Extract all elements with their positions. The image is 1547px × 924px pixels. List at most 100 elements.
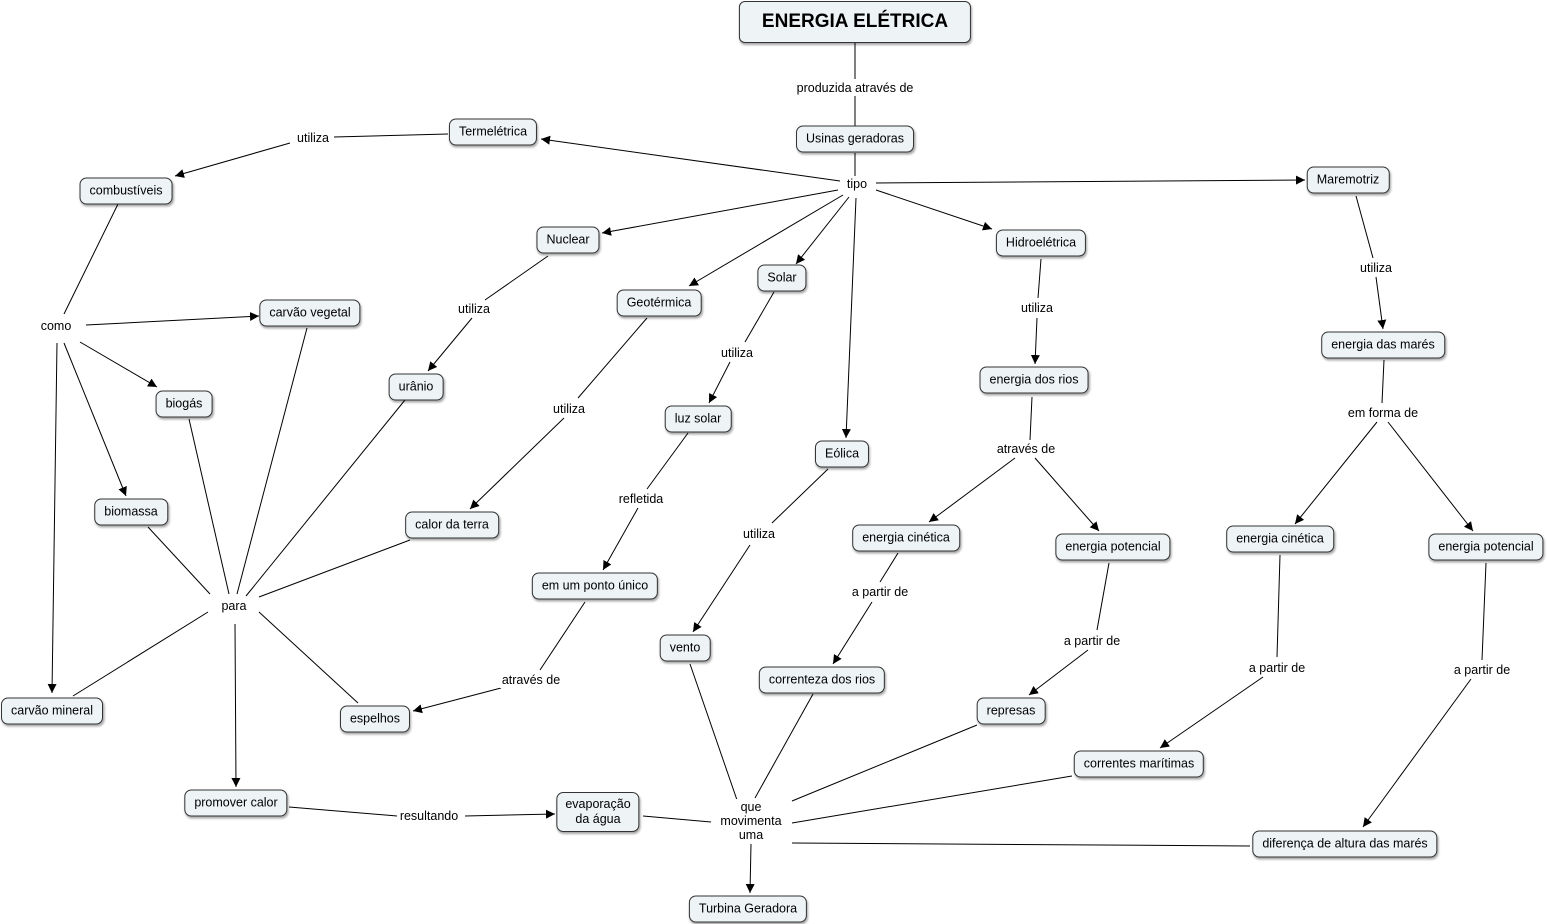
concept-solar[interactable]: Solar [757, 264, 807, 292]
edge-utiliza-uranio [427, 317, 473, 372]
link-utiliza-solar: utiliza [719, 345, 755, 361]
link-como: como [38, 318, 74, 334]
edge-potencial-m-apartir [1481, 562, 1487, 661]
link-utiliza-nuclear: utiliza [456, 301, 492, 317]
concept-energia-eletrica[interactable]: ENERGIA ELÉTRICA [738, 1, 972, 43]
edge-solar-utiliza [744, 291, 775, 343]
concept-hidroeletrica[interactable]: Hidroelétrica [995, 229, 1087, 257]
link-utiliza-hidro: utiliza [1019, 300, 1055, 316]
edge-mare-utiliza [1355, 195, 1374, 259]
edge-ponto-unico-atraves [539, 601, 586, 671]
edge-uranio-para [245, 399, 406, 597]
concept-em-um-ponto-unico[interactable]: em um ponto único [531, 572, 659, 600]
edge-utiliza-combustiveis [174, 142, 291, 178]
edge-apartir-correnteza [832, 601, 873, 665]
concept-energia-dos-rios[interactable]: energia dos rios [979, 366, 1089, 394]
edge-que-turbina [745, 843, 755, 894]
concept-uranio[interactable]: urânio [388, 373, 444, 401]
concept-promover-calor[interactable]: promover calor [184, 789, 288, 817]
edge-como-carvao-mineral [47, 342, 58, 694]
concept-nuclear[interactable]: Nuclear [536, 226, 600, 254]
edge-term-utiliza [333, 133, 449, 138]
edge-emforma-potencial-m [1387, 421, 1474, 532]
edge-carvao-vegetal-para [236, 327, 308, 595]
edge-promover-resultando [288, 806, 398, 817]
concept-correntes-maritimas[interactable]: correntes marítimas [1073, 750, 1205, 778]
link-em-forma-de: em forma de [1345, 405, 1421, 421]
concept-evaporacao-da-agua[interactable]: evaporação da água [556, 792, 640, 832]
concept-usinas-geradoras[interactable]: Usinas geradoras [796, 125, 914, 153]
edge-luz-solar-refletida [646, 432, 689, 490]
concept-geotermica[interactable]: Geotérmica [616, 289, 702, 317]
concept-biomassa[interactable]: biomassa [94, 498, 168, 526]
concept-turbina-geradora[interactable]: Turbina Geradora [688, 895, 808, 923]
edge-atraves-potencial-h [1034, 457, 1100, 532]
link-a-partir-de-hidro-2: a partir de [1061, 633, 1123, 649]
link-atraves-de-solar: através de [499, 672, 563, 688]
edge-calor-terra-para [258, 539, 411, 598]
link-produzida-atraves-de: produzida através de [794, 80, 916, 96]
edge-combustiveis-como [63, 203, 119, 315]
edge-utiliza-vento [692, 544, 751, 633]
edge-utiliza-energia-mares [1375, 276, 1387, 330]
concept-energia-potencial-hidro[interactable]: energia potencial [1055, 533, 1171, 561]
edge-apartir-represas [1028, 649, 1089, 696]
link-que-movimenta-uma: que movimenta uma [718, 799, 784, 843]
concept-vento[interactable]: vento [659, 634, 711, 662]
edge-apartir-correntes [1159, 676, 1264, 749]
concept-maremotriz[interactable]: Maremotriz [1306, 166, 1390, 194]
concept-energia-potencial-mare[interactable]: energia potencial [1428, 533, 1544, 561]
concept-energia-das-mares[interactable]: energia das marés [1321, 331, 1445, 359]
edge-utiliza-calor-terra [469, 417, 565, 510]
link-utiliza-geotermica: utiliza [551, 401, 587, 417]
edge-apartir-diferenca [1362, 678, 1472, 828]
concept-luz-solar[interactable]: luz solar [664, 405, 732, 433]
edge-correnteza-que [754, 693, 814, 799]
edge-resultando-evaporacao [464, 809, 556, 819]
edge-represas-que [791, 724, 978, 802]
concept-calor-da-terra[interactable]: calor da terra [405, 511, 499, 539]
concept-diferenca-altura-mares[interactable]: diferença de altura das marés [1252, 830, 1438, 858]
concept-carvao-mineral[interactable]: carvão mineral [1, 697, 103, 725]
edge-tipo-termeletrica [540, 135, 841, 182]
edge-tipo-nuclear [601, 189, 839, 236]
concept-combustiveis[interactable]: combustíveis [79, 177, 173, 205]
edge-biogas-para [188, 418, 230, 595]
edge-cinetica-m-apartir [1276, 554, 1281, 658]
link-utiliza-termeletrica: utiliza [295, 130, 331, 146]
concept-energia-cinetica-mare[interactable]: energia cinética [1226, 525, 1334, 553]
concept-energia-cinetica-hidro[interactable]: energia cinética [852, 524, 960, 552]
edge-tipo-geotermica [688, 194, 844, 287]
concept-carvao-vegetal[interactable]: carvão vegetal [259, 299, 361, 327]
concept-termeletrica[interactable]: Termelétrica [448, 118, 538, 146]
edge-nuclear-utiliza [484, 255, 549, 301]
concept-eolica[interactable]: Eólica [814, 440, 870, 468]
edge-como-biomassa [63, 342, 127, 497]
edge-tipo-hidroeletrica [875, 189, 993, 231]
concept-correnteza-dos-rios[interactable]: correnteza dos rios [758, 666, 886, 694]
link-tipo: tipo [844, 176, 870, 192]
edge-como-biogas [79, 341, 158, 388]
edge-emforma-cinetica-m [1294, 421, 1378, 525]
concept-biogas[interactable]: biogás [155, 390, 213, 418]
edge-rios-atraves [1029, 396, 1033, 441]
link-utiliza-mare: utiliza [1358, 260, 1394, 276]
link-atraves-de-hidro: através de [994, 441, 1058, 457]
concept-espelhos[interactable]: espelhos [339, 705, 411, 733]
link-para: para [219, 598, 249, 614]
edge-mares-em-forma [1381, 359, 1385, 404]
link-refletida: refletida [616, 491, 666, 507]
edge-tipo-eolica [841, 197, 857, 439]
link-a-partir-de-mare-1: a partir de [1246, 660, 1308, 676]
link-utiliza-eolica: utiliza [741, 526, 777, 542]
edge-utiliza-energia-rios [1030, 317, 1040, 365]
edge-vento-que [689, 663, 738, 801]
edge-atraves-cinetica-h [928, 457, 1016, 523]
edge-para-carvao-mineral [72, 611, 209, 697]
edge-para-promover-calor [231, 623, 241, 788]
concept-represas[interactable]: represas [976, 697, 1046, 725]
edge-tipo-maremotriz [875, 175, 1306, 185]
edge-cinetica-h-apartir [879, 552, 899, 583]
edge-biomassa-para [147, 526, 211, 595]
